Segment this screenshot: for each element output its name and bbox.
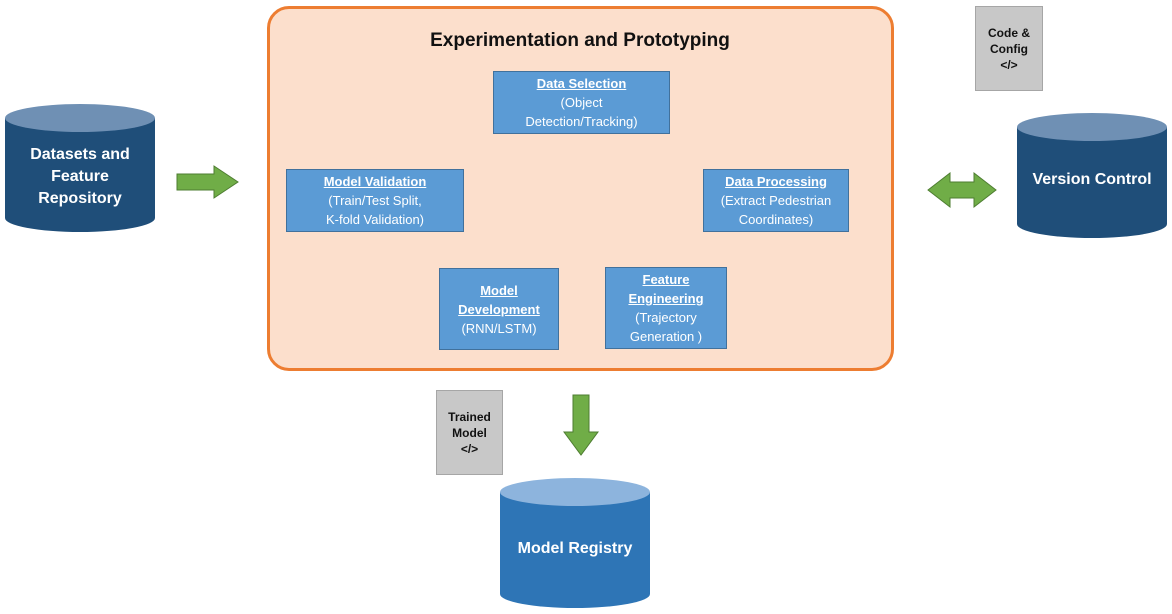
code-config-line-1: Code & bbox=[988, 25, 1030, 40]
feature-engineering-heading-1: Feature bbox=[642, 272, 690, 287]
data-processing-box[interactable]: Data Processing (Extract Pedestrian Coor… bbox=[703, 169, 849, 232]
model-registry-cylinder bbox=[500, 478, 650, 608]
model-registry-label: Model Registry bbox=[517, 540, 633, 557]
model-development-box[interactable]: Model Development (RNN/LSTM) bbox=[439, 268, 559, 350]
trained-model-tag: Trained Model </> bbox=[436, 390, 503, 475]
model-development-detail-1: (RNN/LSTM) bbox=[461, 320, 537, 336]
datasets-to-panel-arrow bbox=[176, 165, 239, 199]
trained-model-line-3: </> bbox=[460, 441, 479, 456]
version-control-cylinder bbox=[1017, 113, 1167, 238]
data-selection-detail-1: (Object bbox=[560, 95, 603, 110]
model-development-heading-2: Development bbox=[458, 301, 540, 317]
panel-to-registry-arrow bbox=[563, 394, 599, 456]
data-processing-heading: Data Processing bbox=[725, 174, 827, 189]
version-control-label: Version Control bbox=[1032, 171, 1152, 188]
datasets-cylinder bbox=[5, 104, 155, 232]
feature-engineering-heading-2: Engineering bbox=[628, 291, 704, 306]
code-config-line-3: </> bbox=[1000, 57, 1018, 72]
data-processing-detail-2: Coordinates) bbox=[738, 212, 814, 227]
data-selection-heading: Data Selection bbox=[536, 76, 627, 91]
datasets-label-2: Feature bbox=[51, 168, 109, 185]
datasets-label-1: Datasets and bbox=[30, 146, 130, 163]
datasets-label-3: Repository bbox=[38, 190, 122, 207]
panel-title: Experimentation and Prototyping bbox=[430, 30, 730, 51]
feature-engineering-box[interactable]: Feature Engineering (Trajectory Generati… bbox=[605, 267, 727, 349]
trained-model-line-1: Trained bbox=[448, 409, 491, 424]
model-validation-heading: Model Validation bbox=[323, 174, 427, 189]
code-config-line-2: Config bbox=[990, 41, 1028, 56]
data-processing-detail-1: (Extract Pedestrian bbox=[720, 193, 832, 208]
data-selection-detail-2: Detection/Tracking) bbox=[525, 114, 638, 129]
model-validation-detail-1: (Train/Test Split, bbox=[328, 193, 422, 208]
model-development-heading-1: Model bbox=[480, 282, 518, 298]
feature-engineering-detail-1: (Trajectory bbox=[635, 310, 697, 325]
model-validation-detail-2: K-fold Validation) bbox=[325, 212, 425, 227]
feature-engineering-detail-2: Generation ) bbox=[629, 329, 703, 344]
panel-version-control-double-arrow bbox=[927, 171, 997, 209]
datasets-label: Datasets and Feature Repository bbox=[5, 134, 155, 220]
code-config-tag: Code & Config </> bbox=[975, 6, 1043, 91]
trained-model-line-2: Model bbox=[452, 425, 487, 440]
model-validation-box[interactable]: Model Validation (Train/Test Split, K-fo… bbox=[286, 169, 464, 232]
data-selection-box[interactable]: Data Selection (Object Detection/Trackin… bbox=[493, 71, 670, 134]
